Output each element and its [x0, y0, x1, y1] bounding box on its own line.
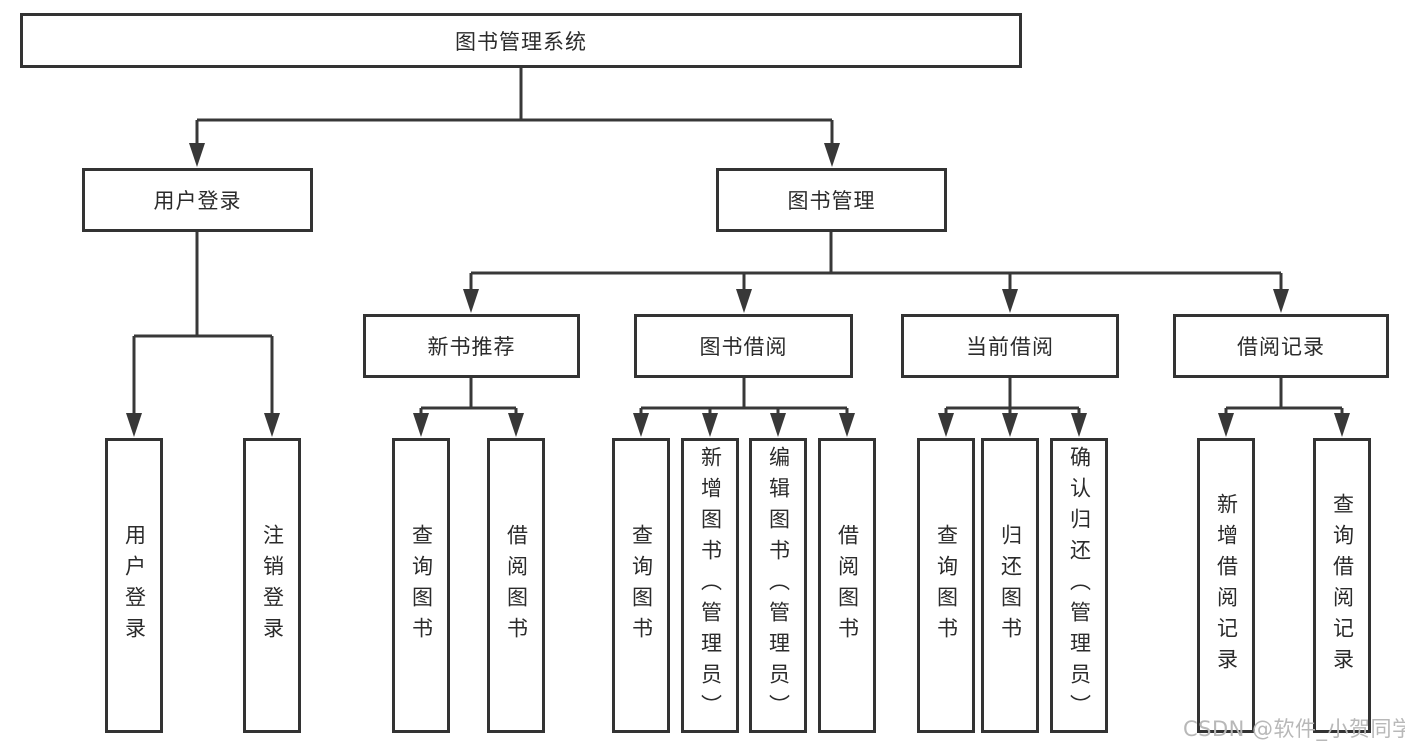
leaf-add-borrow-record: 新增借阅记录 [1197, 438, 1255, 733]
node-label: 图书管理 [787, 189, 876, 213]
node-current-borrow: 当前借阅 [901, 314, 1119, 378]
node-label: 借阅图书 [835, 523, 860, 648]
node-label: 确认归还（管理员） [1067, 446, 1092, 725]
node-label: 查询借阅记录 [1330, 492, 1355, 679]
node-borrow-records: 借阅记录 [1173, 314, 1389, 378]
node-label: 借阅图书 [504, 523, 529, 648]
arrowheads [126, 143, 1350, 437]
connector-currentborrow-to-leaves [944, 378, 1081, 415]
leaf-query-books-borrow: 查询图书 [612, 438, 670, 733]
node-label: 用户登录 [122, 523, 147, 648]
csdn-watermark: CSDN @软件_小贺同学 [1183, 717, 1405, 741]
connector-root-to-level2 [195, 68, 834, 145]
connector-newbooks-to-leaves [419, 378, 518, 415]
node-label: 新书推荐 [427, 335, 516, 359]
leaf-query-borrow-record: 查询借阅记录 [1313, 438, 1371, 733]
connector-borrowrecords-to-leaves [1224, 378, 1344, 415]
node-label: 新增图书（管理员） [698, 446, 723, 725]
leaf-edit-book-admin: 编辑图书（管理员） [749, 438, 807, 733]
node-label: 图书管理系统 [455, 29, 587, 54]
connector-bookmgmt-to-level3 [469, 232, 1283, 291]
leaf-add-book-admin: 新增图书（管理员） [681, 438, 739, 733]
leaf-user-login: 用户登录 [105, 438, 163, 733]
node-library-management-system: 图书管理系统 [20, 13, 1022, 68]
node-label: 编辑图书（管理员） [766, 446, 791, 725]
node-label: 注销登录 [260, 523, 285, 648]
node-label: 查询图书 [629, 523, 654, 648]
connector-bookborrow-to-leaves [639, 378, 849, 415]
node-label: 图书借阅 [699, 335, 788, 359]
node-book-borrow: 图书借阅 [634, 314, 853, 378]
node-new-book-recommend: 新书推荐 [363, 314, 580, 378]
leaf-borrow-books-newbooks: 借阅图书 [487, 438, 545, 733]
node-label: 借阅记录 [1237, 335, 1325, 359]
leaf-confirm-return-admin: 确认归还（管理员） [1050, 438, 1108, 733]
node-user-login: 用户登录 [82, 168, 313, 232]
leaf-query-books-newbooks: 查询图书 [392, 438, 450, 733]
node-book-management: 图书管理 [716, 168, 947, 232]
node-label: 用户登录 [153, 189, 242, 213]
leaf-logout: 注销登录 [243, 438, 301, 733]
node-label: 当前借阅 [966, 335, 1054, 359]
node-label: 新增借阅记录 [1214, 492, 1239, 679]
leaf-return-book: 归还图书 [981, 438, 1039, 733]
leaf-query-books-current: 查询图书 [917, 438, 975, 733]
leaf-borrow-books-borrow: 借阅图书 [818, 438, 876, 733]
node-label: 查询图书 [409, 523, 434, 648]
connector-userlogin-to-leaves [132, 232, 274, 415]
node-label: 查询图书 [934, 523, 959, 648]
node-label: 归还图书 [998, 523, 1023, 648]
